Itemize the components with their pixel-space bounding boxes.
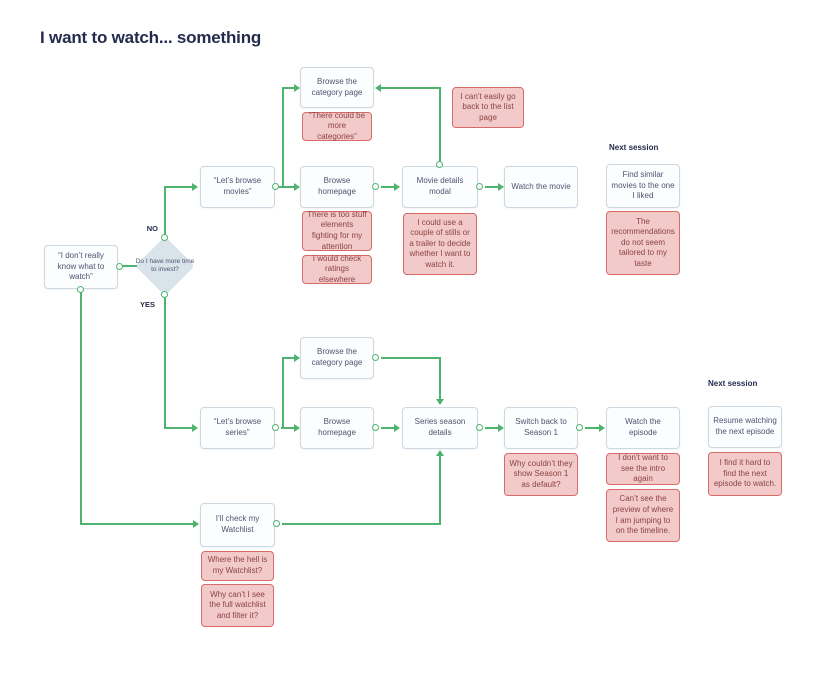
- pain-intro-again: I don’t want to see the intro again: [606, 453, 680, 485]
- connector-dot: [476, 424, 483, 431]
- connector-line: [282, 357, 294, 359]
- connector-dot: [436, 161, 443, 168]
- step-series-season-details: Series season details: [402, 407, 478, 449]
- connector-arrow: [375, 84, 381, 92]
- yes-branch-label: YES: [140, 300, 156, 309]
- decision-node: Do I have more time to invest?: [135, 236, 195, 296]
- step-find-similar-movies: Find similar movies to the one I liked: [606, 164, 680, 208]
- connector-line: [164, 186, 166, 237]
- connector-line: [381, 427, 394, 429]
- next-session-label-movies: Next session: [609, 143, 659, 152]
- connector-dot: [372, 354, 379, 361]
- connector-line: [164, 296, 166, 429]
- step-browse-homepage-movies: Browse homepage: [300, 166, 374, 208]
- connector-arrow: [599, 424, 605, 432]
- pain-timeline-preview: Can’t see the preview of where I am jump…: [606, 489, 680, 542]
- page-title: I want to watch... something: [40, 28, 262, 47]
- decision-question: Do I have more time to invest?: [135, 257, 195, 273]
- connector-arrow: [294, 354, 300, 362]
- connector-dot: [372, 183, 379, 190]
- connector-dot: [372, 424, 379, 431]
- connector-arrow: [294, 183, 300, 191]
- step-resume-watching-next-episode: Resume watching the next episode: [708, 406, 782, 448]
- pain-hard-to-find-next-episode: I find it hard to find the next episode …: [708, 452, 782, 496]
- connector-line: [485, 186, 498, 188]
- connector-dot: [576, 424, 583, 431]
- pain-season-1-default: Why couldn’t they show Season 1 as defau…: [504, 453, 578, 496]
- connector-dot: [77, 286, 84, 293]
- pain-check-ratings-elsewhere: I would check ratings elsewhere: [302, 254, 372, 284]
- step-watch-the-movie: Watch the movie: [504, 166, 578, 208]
- step-lets-browse-movies: “Let’s browse movies”: [200, 166, 275, 208]
- connector-dot: [273, 520, 280, 527]
- connector-arrow: [193, 520, 199, 528]
- connector-line: [282, 87, 284, 188]
- connector-arrow: [294, 84, 300, 92]
- pain-recommendations-not-tailored: The recommendations do not seem tailored…: [606, 211, 680, 275]
- connector-arrow: [436, 450, 444, 456]
- connector-arrow: [394, 183, 400, 191]
- connector-dot: [161, 234, 168, 241]
- connector-line: [282, 523, 441, 525]
- connector-line: [585, 427, 599, 429]
- connector-dot: [272, 424, 279, 431]
- connector-line: [439, 87, 441, 163]
- connector-line: [381, 87, 441, 89]
- connector-line: [164, 427, 192, 429]
- connector-arrow: [192, 424, 198, 432]
- connector-arrow: [394, 424, 400, 432]
- connector-dot: [161, 291, 168, 298]
- step-browse-category-series: Browse the category page: [300, 337, 374, 379]
- connector-dot: [272, 183, 279, 190]
- pain-cant-go-back-to-list: I can’t easily go back to the list page: [452, 87, 524, 128]
- step-browse-homepage-series: Browse homepage: [300, 407, 374, 449]
- next-session-label-series: Next session: [708, 379, 758, 388]
- pain-full-watchlist-filter: Why can’t I see the full watchlist and f…: [201, 584, 274, 627]
- connector-line: [485, 427, 498, 429]
- connector-dot: [116, 263, 123, 270]
- connector-line: [282, 357, 284, 429]
- step-switch-back-season-1: Switch back to Season 1: [504, 407, 578, 449]
- no-branch-label: NO: [146, 224, 158, 233]
- connector-line: [284, 427, 294, 429]
- connector-line: [80, 523, 193, 525]
- step-browse-category-movies: Browse the category page: [300, 67, 374, 108]
- step-watch-the-episode: Watch the episode: [606, 407, 680, 449]
- connector-line: [282, 87, 294, 89]
- pain-stills-or-trailer: I could use a couple of stills or a trai…: [403, 213, 477, 275]
- connector-arrow: [436, 399, 444, 405]
- connector-line: [121, 265, 137, 267]
- connector-dot: [476, 183, 483, 190]
- connector-arrow: [498, 183, 504, 191]
- connector-line: [284, 186, 294, 188]
- step-start: “I don’t really know what to watch”: [44, 245, 118, 289]
- pain-more-categories: “There could be more categories”: [302, 111, 372, 141]
- connector-arrow: [498, 424, 504, 432]
- connector-arrow: [294, 424, 300, 432]
- connector-line: [439, 456, 441, 525]
- pain-too-many-elements: There is too stuff elements fighting for…: [302, 210, 372, 251]
- connector-line: [439, 357, 441, 399]
- step-check-my-watchlist: I’ll check my Watchlist: [200, 503, 275, 547]
- connector-line: [164, 186, 192, 188]
- connector-line: [381, 357, 441, 359]
- step-movie-details-modal: Movie details modal: [402, 166, 478, 208]
- connector-line: [381, 186, 394, 188]
- step-lets-browse-series: “Let’s browse series”: [200, 407, 275, 449]
- connector-line: [80, 292, 82, 525]
- pain-where-is-watchlist: Where the hell is my Watchlist?: [201, 551, 274, 581]
- connector-arrow: [192, 183, 198, 191]
- connector-line: [279, 186, 284, 188]
